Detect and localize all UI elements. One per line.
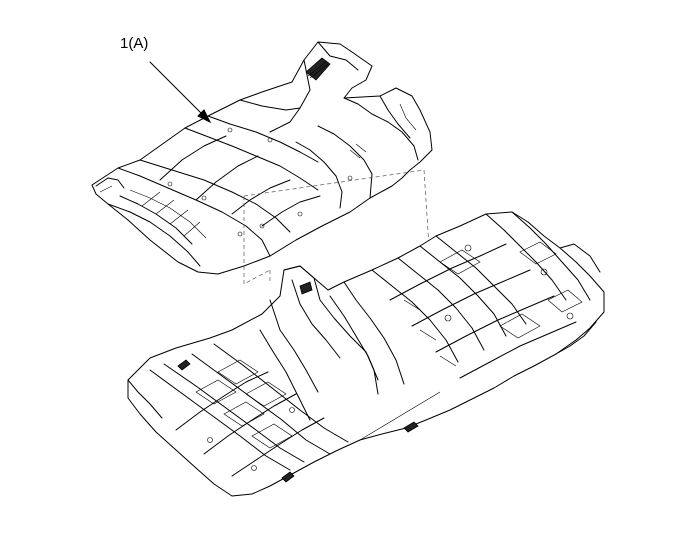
- floor-panel-frame: [127, 211, 605, 497]
- callout-leader-arrow: [149, 61, 212, 124]
- part-callout-label: 1(A): [120, 35, 149, 52]
- floor-covering-part: [91, 41, 433, 275]
- assembly-guide-lines: [243, 169, 431, 285]
